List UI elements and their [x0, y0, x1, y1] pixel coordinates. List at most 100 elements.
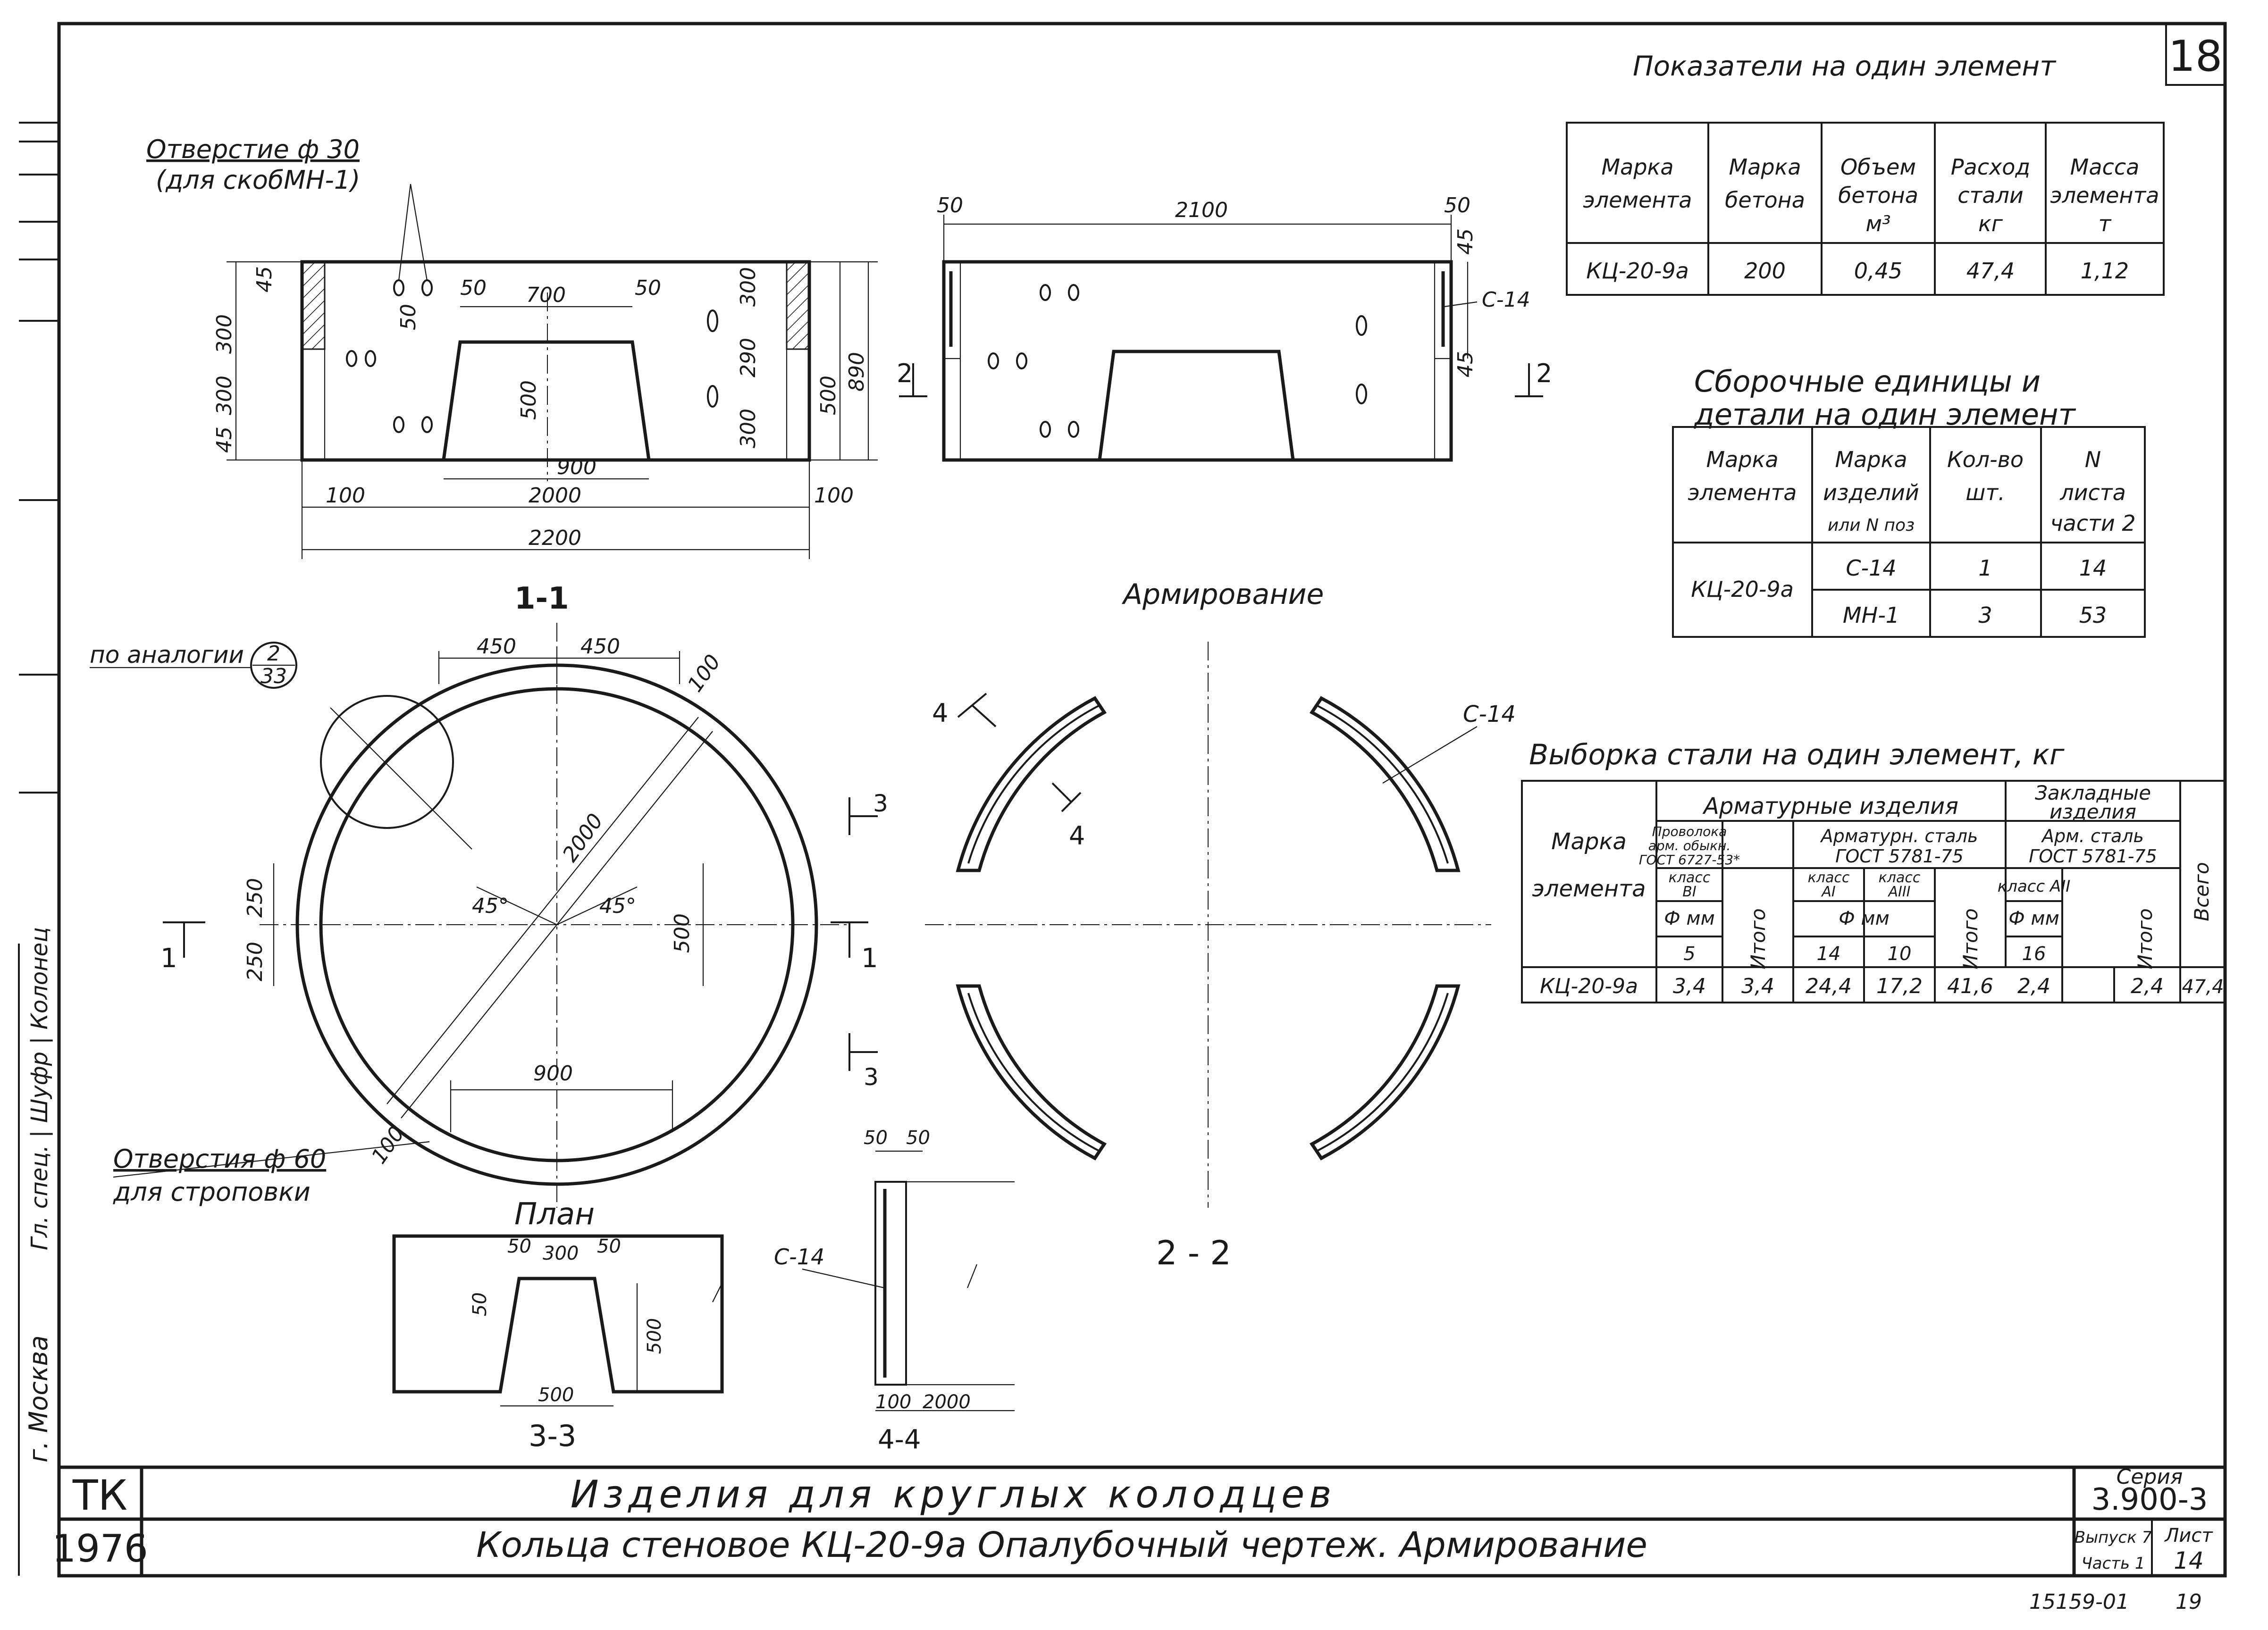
steel-class2a-l2: AI [1821, 884, 1836, 900]
asm-r1-sheet: 14 [2079, 555, 2107, 581]
ind-h3-l3: м³ [1865, 211, 1890, 236]
s11-dim-r890: 890 [845, 352, 869, 392]
section-4-4-texts: 50 50 100 2000 С-14 4-4 [774, 1127, 971, 1455]
s11-dim-b2200: 2200 [529, 526, 581, 550]
steel-mark-l1: Марка [1551, 828, 1627, 855]
analogy-ref-bottom: 33 [260, 664, 287, 688]
s33-dim-300: 300 [543, 1243, 579, 1264]
cut-3-bottom-label: 3 [864, 1063, 879, 1091]
steel-row-sum1: 3,4 [1741, 974, 1774, 998]
s11-dim-r300b: 300 [736, 409, 760, 448]
asm-h3-l1: Кол-во [1947, 447, 2024, 472]
steel-row-d14: 24,4 [1806, 974, 1852, 998]
steel-sub3-l2: ГОСТ 5781-75 [2029, 846, 2157, 867]
cut-2-right-label: 2 [1536, 359, 1552, 388]
ind-h4-l2: стали [1957, 183, 2024, 208]
indicators-caption: Показатели на один элемент [1633, 50, 2057, 82]
steel-itogo2: Итого [1959, 908, 1982, 969]
section-1-1-label: 1-1 [514, 581, 569, 616]
section-3-3-texts: 50 300 50 50 500 500 3-3 [469, 1236, 665, 1453]
ind-volume: 0,45 [1854, 258, 1902, 284]
rebar-arc-bottom-right [1309, 984, 1461, 1161]
cut-4-top-arrow [957, 693, 997, 727]
s22-dim-50b: 50 [1444, 193, 1470, 217]
s11-dim-500: 500 [517, 380, 541, 420]
cut-3-top-label: 3 [873, 790, 888, 817]
asm-h4-l3: части 2 [2050, 510, 2135, 536]
title-year: 1976 [52, 1527, 148, 1571]
cut-2-left-label: 2 [897, 359, 913, 388]
asm-h2-l2: изделий [1823, 480, 1919, 505]
cut-4-bottom-label: 4 [1069, 821, 1085, 851]
bottom-code-right: 19 [2176, 1590, 2202, 1614]
ind-h2-l1: Марка [1729, 154, 1801, 180]
s11-dim-50b: 50 [635, 276, 661, 300]
title-main: Кольца стеновое КЦ-20-9а Опалубочный чер… [476, 1525, 1647, 1565]
s33-dim-500a: 500 [644, 1318, 665, 1354]
steel-sub2-l2: ГОСТ 5781-75 [1835, 846, 1964, 867]
assembly-table [1672, 426, 2146, 638]
left-margin-ticks [19, 122, 59, 794]
s11-dim-b2000: 2000 [529, 484, 581, 508]
section-2-2-elevation [899, 215, 1543, 462]
s11-dim-l45b: 45 [212, 426, 236, 453]
plan-dim-250b: 250 [243, 942, 267, 981]
s22-dim-45a: 45 [1453, 228, 1478, 255]
title-sheet-label: Лист [2164, 1525, 2213, 1546]
steel-d10: 10 [1888, 943, 1912, 965]
plan-angle-right: 45° [599, 894, 636, 918]
rebar-arc-top-right [1309, 696, 1461, 872]
title-sheet-value: 14 [2174, 1547, 2204, 1574]
asm-r2-item: МН-1 [1843, 602, 1899, 628]
s11-dim-l300b: 300 [212, 376, 236, 415]
ind-h3-l1: Объем [1840, 154, 1916, 180]
asm-h2-l1: Марка [1835, 447, 1907, 472]
asm-h4-l2: листа [2059, 480, 2126, 505]
steel-itogo1: Итого [1747, 908, 1770, 969]
analogy-ref-top: 2 [267, 642, 280, 666]
plan-dim-450a: 450 [477, 635, 516, 659]
s11-dim-r300a: 300 [736, 267, 760, 307]
ind-h5-l2: элемента [2050, 183, 2159, 208]
steel-table [1521, 780, 2226, 1003]
hole-note-l2: (для скобМН-1) [156, 165, 360, 195]
plan-dim-450b: 450 [580, 635, 620, 659]
s44-dim-50b: 50 [906, 1127, 930, 1149]
section-1-1-texts: Отверстие ф 30 (для скобМН-1) 50 700 50 … [146, 134, 869, 616]
s44-dim-2000: 2000 [923, 1391, 971, 1413]
s44-dim-50a: 50 [864, 1127, 888, 1149]
cut-4-bottom-arrow [1051, 782, 1082, 812]
ind-mark: КЦ-20-9а [1586, 258, 1689, 284]
steel-itogo3: Итого [2134, 908, 2157, 969]
s33-dim-500b: 500 [538, 1384, 574, 1406]
reinforcement-drawing [925, 642, 1491, 1208]
asm-h3-l2: шт. [1966, 480, 2005, 505]
s22-dim-2100: 2100 [1175, 198, 1228, 222]
steel-group2-l2: изделия [2050, 800, 2136, 823]
s33-dim-50b: 50 [597, 1236, 621, 1257]
s33-dim-50a: 50 [507, 1236, 531, 1257]
steel-class2b-l2: AIII [1887, 884, 1910, 900]
holes-note-l2: для строповки [113, 1177, 311, 1207]
holes-note-l1: Отверстия ф 60 [113, 1144, 326, 1174]
ind-mass: 1,12 [2081, 258, 2129, 284]
ind-h5-l3: т [2099, 211, 2112, 236]
steel-phi3: Ф мм [2008, 908, 2059, 929]
asm-h1-l1: Марка [1706, 447, 1778, 472]
asm-h2-l3: или N поз [1828, 516, 1915, 535]
steel-row-mark: КЦ-20-9а [1540, 974, 1638, 998]
s22-rebar-label: С-14 [1482, 288, 1530, 312]
ind-steel: 47,4 [1966, 258, 2015, 284]
section-3-3-drawing [392, 1234, 724, 1407]
s22-dim-45b: 45 [1453, 351, 1478, 377]
title-block [59, 1465, 2225, 1576]
ind-h3-l2: бетона [1838, 183, 1918, 208]
steel-sub1-l1: Проволока [1652, 824, 1727, 839]
steel-class3: класс AII [1998, 877, 2071, 896]
steel-d5: 5 [1683, 943, 1695, 965]
sheet-number-box [2165, 23, 2226, 86]
section-3-3-label: 3-3 [529, 1419, 576, 1453]
s11-dim-l300a: 300 [212, 314, 236, 354]
steel-group1: Арматурные изделия [1702, 793, 1958, 819]
hole-note-l1: Отверстие ф 30 [146, 134, 360, 164]
